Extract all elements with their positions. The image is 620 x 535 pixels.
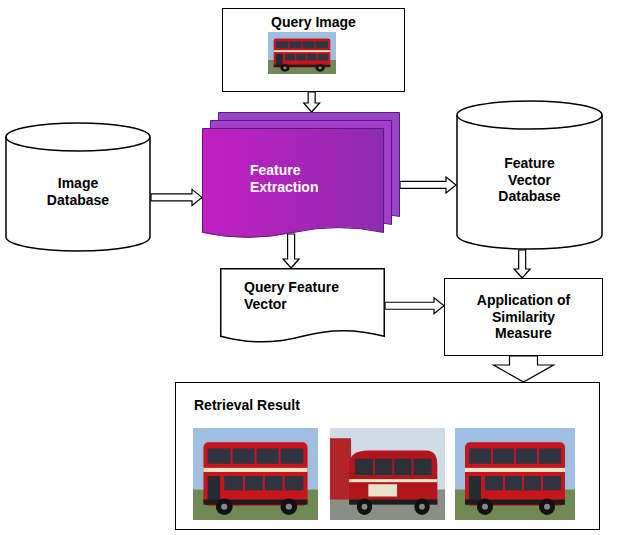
node-label: Application of Similarity Measure	[466, 292, 581, 342]
block-arrow	[385, 298, 444, 314]
block-arrow	[151, 189, 202, 205]
cylinder-rim	[457, 115, 602, 129]
node-label: Query Image	[271, 14, 356, 31]
cylinder-body	[6, 123, 150, 251]
node-label: Feature Extraction	[250, 162, 350, 196]
block-arrow	[400, 177, 456, 193]
block-arrow	[304, 92, 320, 112]
database-cylinder: Feature Vector Database	[456, 100, 603, 250]
node-label: Image Database	[36, 175, 120, 209]
cylinder-body	[457, 101, 602, 249]
result-bus-photo	[330, 428, 445, 520]
node-label: Feature Vector Database	[490, 155, 570, 205]
node-label: Query Feature Vector	[244, 279, 356, 313]
query-bus-photo	[268, 32, 336, 74]
document-outline	[221, 269, 385, 342]
database-cylinder: Image Database	[5, 122, 151, 252]
result-bus-photo	[455, 428, 575, 520]
process-stack: Feature Extraction	[202, 112, 400, 240]
process-box: Application of Similarity Measure	[444, 278, 603, 356]
result-box: Retrieval Result	[175, 382, 600, 530]
block-arrow	[283, 234, 299, 268]
process-stack-outline	[202, 112, 400, 240]
block-arrow	[494, 356, 554, 382]
block-arrow	[514, 250, 530, 278]
node-label: Retrieval Result	[194, 397, 300, 414]
query-image-box: Query Image	[222, 8, 405, 92]
cylinder-rim	[6, 137, 150, 151]
document-layer	[203, 129, 384, 238]
result-bus-photo	[193, 428, 318, 520]
document-shape: Query Feature Vector	[220, 268, 385, 345]
